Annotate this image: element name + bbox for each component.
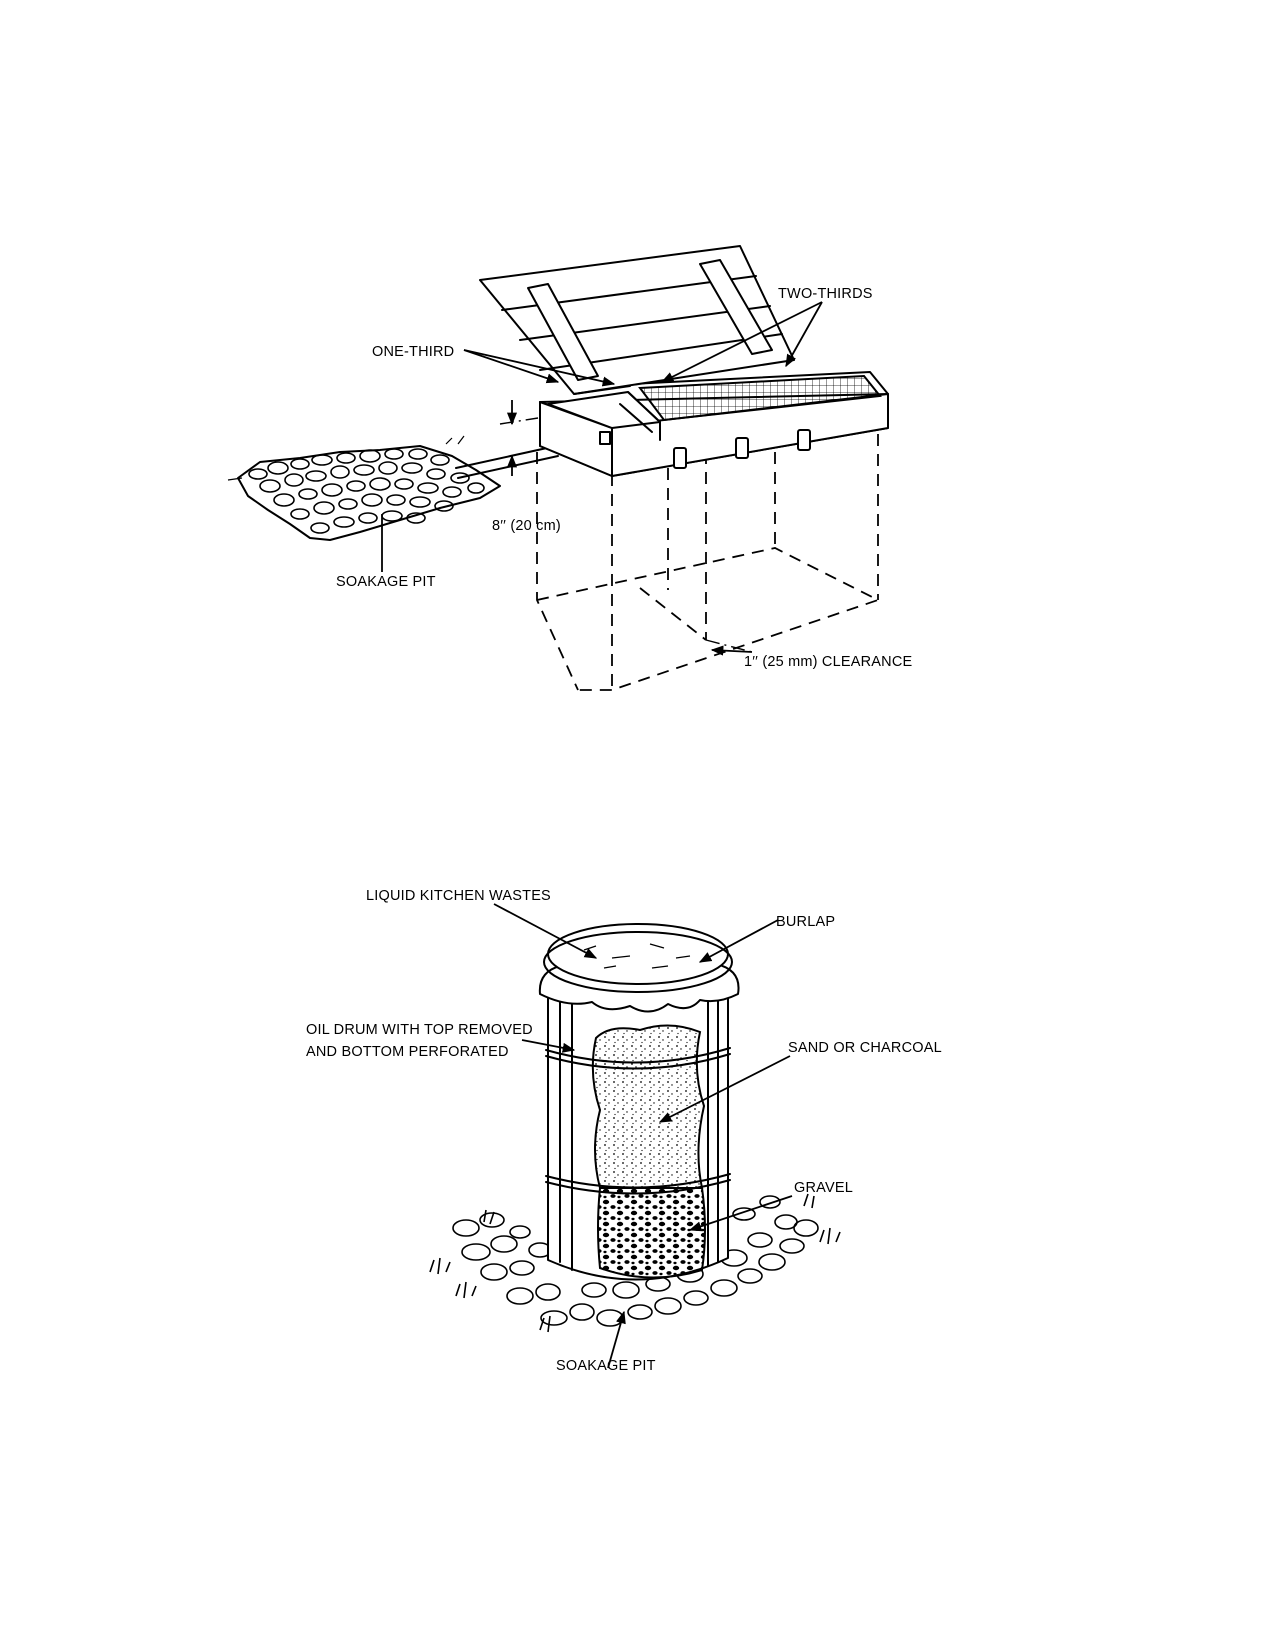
grass-tufts: [429, 1193, 841, 1333]
label-oil-drum-line1: OIL DRUM WITH TOP REMOVED: [306, 1022, 533, 1038]
barrel-filter-figure: LIQUID KITCHEN WASTES BURLAP OIL DRUM WI…: [306, 888, 942, 1374]
gravel-leader: [688, 1195, 793, 1232]
two-thirds-leader: [660, 301, 823, 383]
label-gravel: GRAVEL: [794, 1180, 853, 1196]
trap-box: [539, 371, 889, 477]
one-third-leader-2: [463, 349, 560, 384]
sand-leader: [658, 1055, 791, 1123]
label-liquid-kitchen-wastes: LIQUID KITCHEN WASTES: [366, 888, 551, 904]
label-soakage-pit-bottom: SOAKAGE PIT: [556, 1358, 656, 1374]
trap-lid: [479, 245, 795, 395]
label-depth: 8′′ (20 cm): [492, 518, 561, 534]
label-clearance: 1′′ (25 mm) CLEARANCE: [744, 654, 912, 670]
mesh-screen: [638, 374, 882, 422]
grease-trap-figure: TWO-THIRDS ONE-THIRD 8′′ (20 cm) SOAKAGE…: [227, 245, 912, 691]
label-soakage-pit-top: SOAKAGE PIT: [336, 574, 436, 590]
soakage-pit-rocks-top: [227, 435, 501, 541]
label-two-thirds: TWO-THIRDS: [778, 286, 873, 302]
two-thirds-leader-2: [785, 301, 823, 368]
gravel-layer: [597, 1187, 706, 1279]
sand-layer: [591, 1024, 706, 1189]
depth-dimension: [499, 400, 539, 476]
oil-drum-leader: [521, 1039, 576, 1053]
label-sand-or-charcoal: SAND OR CHARCOAL: [788, 1040, 942, 1056]
soakage-pit-leader-bottom: [607, 1310, 626, 1369]
label-oil-drum-line2: AND BOTTOM PERFORATED: [306, 1044, 509, 1060]
burlap-cover: [538, 923, 740, 1013]
pit-dashed-outline: [536, 434, 881, 691]
label-one-third: ONE-THIRD: [372, 344, 454, 360]
clearance-leader: [710, 645, 753, 656]
liquid-wastes-leader: [493, 903, 598, 959]
one-third-leader: [463, 349, 616, 387]
burlap-leader: [698, 919, 779, 963]
oil-drum: [545, 979, 731, 1281]
label-burlap: BURLAP: [776, 914, 835, 930]
